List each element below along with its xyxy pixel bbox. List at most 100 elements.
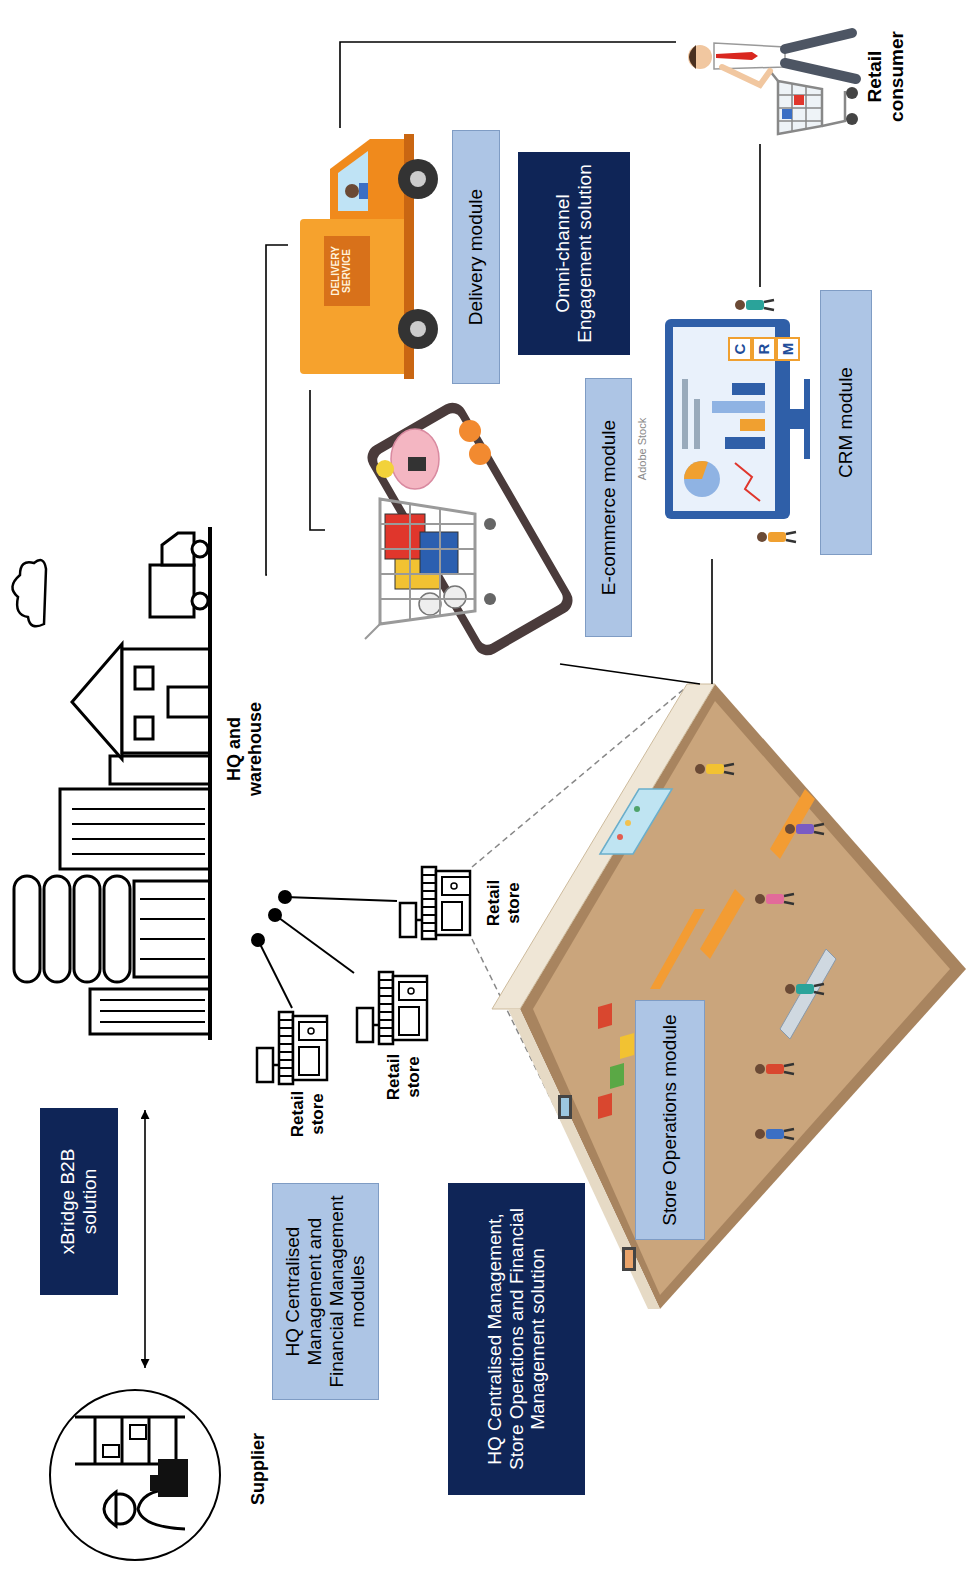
hq-warehouse-icon-part <box>14 876 40 982</box>
hq-warehouse-icon-part <box>140 899 205 959</box>
store-interior-part <box>598 1093 612 1119</box>
store-leader-lines-part <box>275 915 354 973</box>
retail-consumer-node: Retail consumer <box>676 9 916 144</box>
box-text: Omni-channel Engagement solution <box>552 162 596 345</box>
store-interior-part <box>785 824 824 834</box>
retail-consumer-figure-part <box>688 45 712 69</box>
connector <box>560 664 700 684</box>
store-interior-part <box>610 1063 624 1089</box>
retail-consumer-figure-part <box>778 83 822 131</box>
hq-warehouse-icon-part <box>72 809 205 854</box>
module-label: E-commerce module <box>585 378 632 637</box>
hq-warehouse-icon-part <box>135 667 153 689</box>
ecommerce-illustration-part <box>419 593 441 615</box>
supplier-icon <box>50 1390 220 1560</box>
retail-consumer-figure-part <box>778 81 822 134</box>
store-leader-lines-part <box>279 891 291 903</box>
module-label: Store Operations module <box>635 1000 705 1240</box>
delivery-truck-part <box>338 151 368 211</box>
hq-warehouse-icon-part <box>192 541 208 557</box>
ecommerce-illustration-part <box>365 504 475 639</box>
solution-box: HQ Centralised Management, Store Operati… <box>448 1183 585 1495</box>
ecommerce-illustration-part <box>385 514 425 559</box>
retail-consumer-figure-part <box>794 95 804 105</box>
hq-warehouse-icon-part <box>110 756 210 784</box>
ecommerce-illustration-part-part <box>374 410 565 648</box>
hq-warehouse-icon-part <box>44 876 70 982</box>
ecommerce-illustration-part <box>408 457 426 471</box>
store-interior-part <box>780 949 836 1039</box>
crm-illustration-part <box>804 379 810 459</box>
illustration-layer-part <box>257 1012 327 1084</box>
crm-node: CRM module <box>650 287 874 559</box>
retail-consumer-figure-part <box>722 67 770 85</box>
ecommerce-illustration-part <box>376 460 394 478</box>
delivery-truck-part <box>300 219 410 374</box>
hq-warehouse-icon-part <box>122 649 210 753</box>
box-text: HQ Centralised Management, Store Operati… <box>484 1193 550 1485</box>
retail-consumer-figure-part <box>689 45 696 69</box>
node-label: Retail store <box>484 873 523 933</box>
illustration-layer-part <box>400 867 470 939</box>
connector <box>144 1110 146 1368</box>
hq-warehouse-icon-part <box>168 687 210 717</box>
store-leader-lines-part <box>285 897 397 901</box>
store-interior-part <box>620 1033 634 1059</box>
supplier-icon-part <box>104 1492 116 1526</box>
hq-warehouse-icon-part <box>192 593 208 609</box>
watermark: Adobe Stock <box>636 399 648 499</box>
ecommerce-illustration <box>362 398 577 661</box>
store-interior-part <box>558 1095 572 1119</box>
supplier-icon-part <box>158 1459 188 1497</box>
delivery-truck-part <box>345 184 359 198</box>
hq-warehouse-icon-part <box>100 1000 205 1022</box>
retail-consumer-figure-part <box>846 87 858 99</box>
retail-consumer-figure-part <box>785 33 856 79</box>
retail-consumer-figure-part <box>846 113 858 125</box>
ecommerce-illustration-part <box>444 586 466 608</box>
store-leader-lines-part <box>252 934 264 946</box>
hq-warehouse-icon-part <box>74 876 100 982</box>
module-label: CRM module <box>820 290 872 555</box>
store-interior-part <box>492 684 715 1009</box>
connector <box>310 390 325 530</box>
store-interior-part <box>533 701 950 1295</box>
delivery-truck-part <box>398 159 438 199</box>
connector <box>266 245 288 575</box>
supplier-icon-part <box>150 1475 160 1491</box>
crm-illustration-part <box>732 383 765 395</box>
hq-warehouse-icon-part <box>12 560 46 626</box>
ecommerce-illustration-part <box>469 443 491 465</box>
crm-illustration-part <box>757 532 796 542</box>
node-label: HQ and warehouse <box>224 669 265 829</box>
module-box: HQ Centralised Management and Financial … <box>272 1183 379 1400</box>
crm-letter: C <box>732 340 749 358</box>
crm-letter: M <box>780 340 797 358</box>
crm-letter: R <box>756 340 773 358</box>
crm-illustration-part <box>777 338 799 360</box>
store-interior-part <box>785 984 824 994</box>
supplier-icon-part <box>103 1445 119 1457</box>
node-label: Retail store <box>288 1084 327 1144</box>
store-leader-lines-part <box>258 940 292 1008</box>
store-operations-node: Store Operations module <box>478 684 966 1309</box>
store-leader-lines-part <box>269 909 281 921</box>
crm-illustration-part <box>735 463 760 501</box>
crm-illustration-part <box>682 379 688 449</box>
solution-box: Omni-channel Engagement solution <box>518 152 630 355</box>
crm-illustration-part <box>735 300 774 310</box>
ecommerce-illustration-part <box>362 398 577 661</box>
node-label: Retail consumer <box>864 9 908 144</box>
retail-consumer-figure <box>688 33 858 134</box>
module-label: Delivery module <box>452 130 500 384</box>
store-interior-part <box>755 1129 794 1139</box>
crm-illustration-part <box>712 401 765 413</box>
supplier-icon-part <box>50 1390 220 1560</box>
hq-warehouse-icon-part <box>135 717 153 739</box>
hq-warehouse-icon-part <box>134 881 210 977</box>
hq-warehouse-icon <box>12 527 210 1040</box>
supplier-icon-part <box>130 1425 146 1439</box>
store-leader-lines <box>252 891 397 1008</box>
